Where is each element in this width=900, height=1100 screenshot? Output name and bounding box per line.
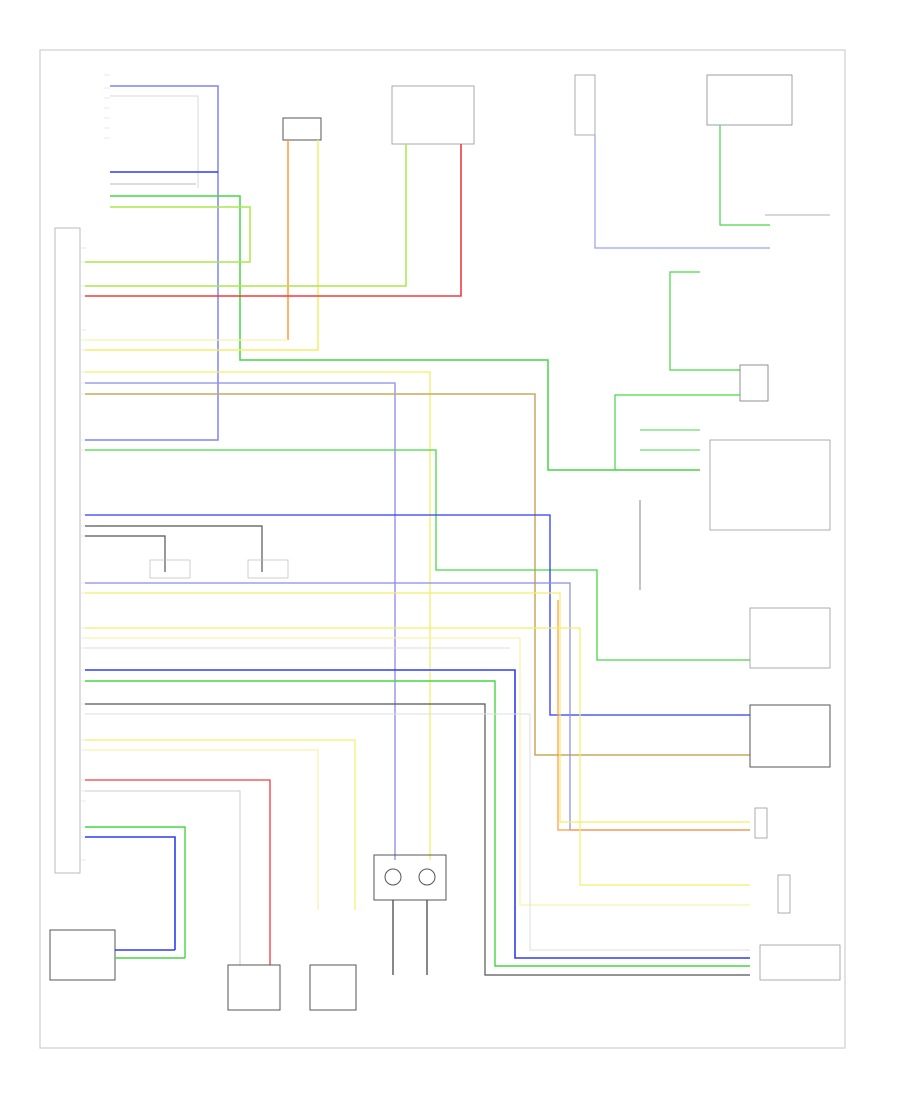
wire-orange-b xyxy=(557,600,750,831)
solenoid-right-coil xyxy=(418,868,436,886)
wire-yellow-low1 xyxy=(85,739,356,910)
wire-gray-steer xyxy=(110,95,199,188)
left-rear-height-box xyxy=(49,929,116,981)
wire-blue-low xyxy=(85,836,176,950)
wire-gray-rear xyxy=(85,703,750,976)
solenoid-left-coil xyxy=(384,868,402,886)
wire-green-b xyxy=(85,449,750,661)
wire-green-motor xyxy=(719,125,770,226)
wire-red-fuse xyxy=(85,144,462,297)
wire-red-low xyxy=(85,779,271,965)
solenoid-block xyxy=(373,854,447,901)
passenger-seat-connector xyxy=(282,117,322,141)
wire-gray-low xyxy=(85,790,241,965)
diagram-frame xyxy=(39,49,846,1049)
right-rear-hub-box xyxy=(309,964,357,1011)
wire-gray-rear2 xyxy=(85,713,750,951)
wire-yellow-b xyxy=(85,592,750,823)
left-rear-gnd-box xyxy=(759,944,841,981)
wire-yellow-c xyxy=(85,627,750,886)
wire-green-rear xyxy=(85,680,750,967)
fuse-panel-box xyxy=(391,85,475,145)
connector-g1 xyxy=(149,559,191,579)
wire-lightgreen-fuse xyxy=(85,144,407,287)
left-rear-shock-box xyxy=(777,874,791,914)
wire-violet-c xyxy=(85,582,750,831)
right-front-hub-box xyxy=(749,607,831,669)
wire-green-right1 xyxy=(669,271,740,371)
steer-sensor-pins xyxy=(104,74,110,139)
right-relay-top xyxy=(739,364,769,402)
left-front-hub-box xyxy=(749,704,831,768)
wire-violet-b xyxy=(85,514,750,716)
wire-gray-b xyxy=(85,525,263,572)
wire-gray-c xyxy=(85,535,166,572)
wire-green-steer4 xyxy=(85,206,251,263)
wire-blue-rear xyxy=(85,669,750,959)
left-preset-box xyxy=(754,807,768,839)
right-rear-height-box xyxy=(227,964,281,1011)
wire-green-steer3 xyxy=(110,195,700,471)
wire-blue-steer xyxy=(85,85,219,441)
wire-yellow-a xyxy=(85,371,431,860)
wire-violet-relay xyxy=(594,135,770,249)
wire-green-right2 xyxy=(614,394,740,470)
ecu-connector xyxy=(54,227,81,874)
wire-violet-a xyxy=(85,382,396,860)
wire-brown-a xyxy=(85,393,750,756)
motor-relay-box xyxy=(706,74,793,126)
connector-g2 xyxy=(247,559,289,579)
wire-green-low xyxy=(85,826,186,958)
wire-yellow-seat xyxy=(85,140,319,351)
suspension-module xyxy=(709,439,831,531)
ignition-relay-box xyxy=(574,74,596,136)
wire-yellow-d xyxy=(85,637,750,906)
wire-yellow-low2 xyxy=(85,749,319,910)
